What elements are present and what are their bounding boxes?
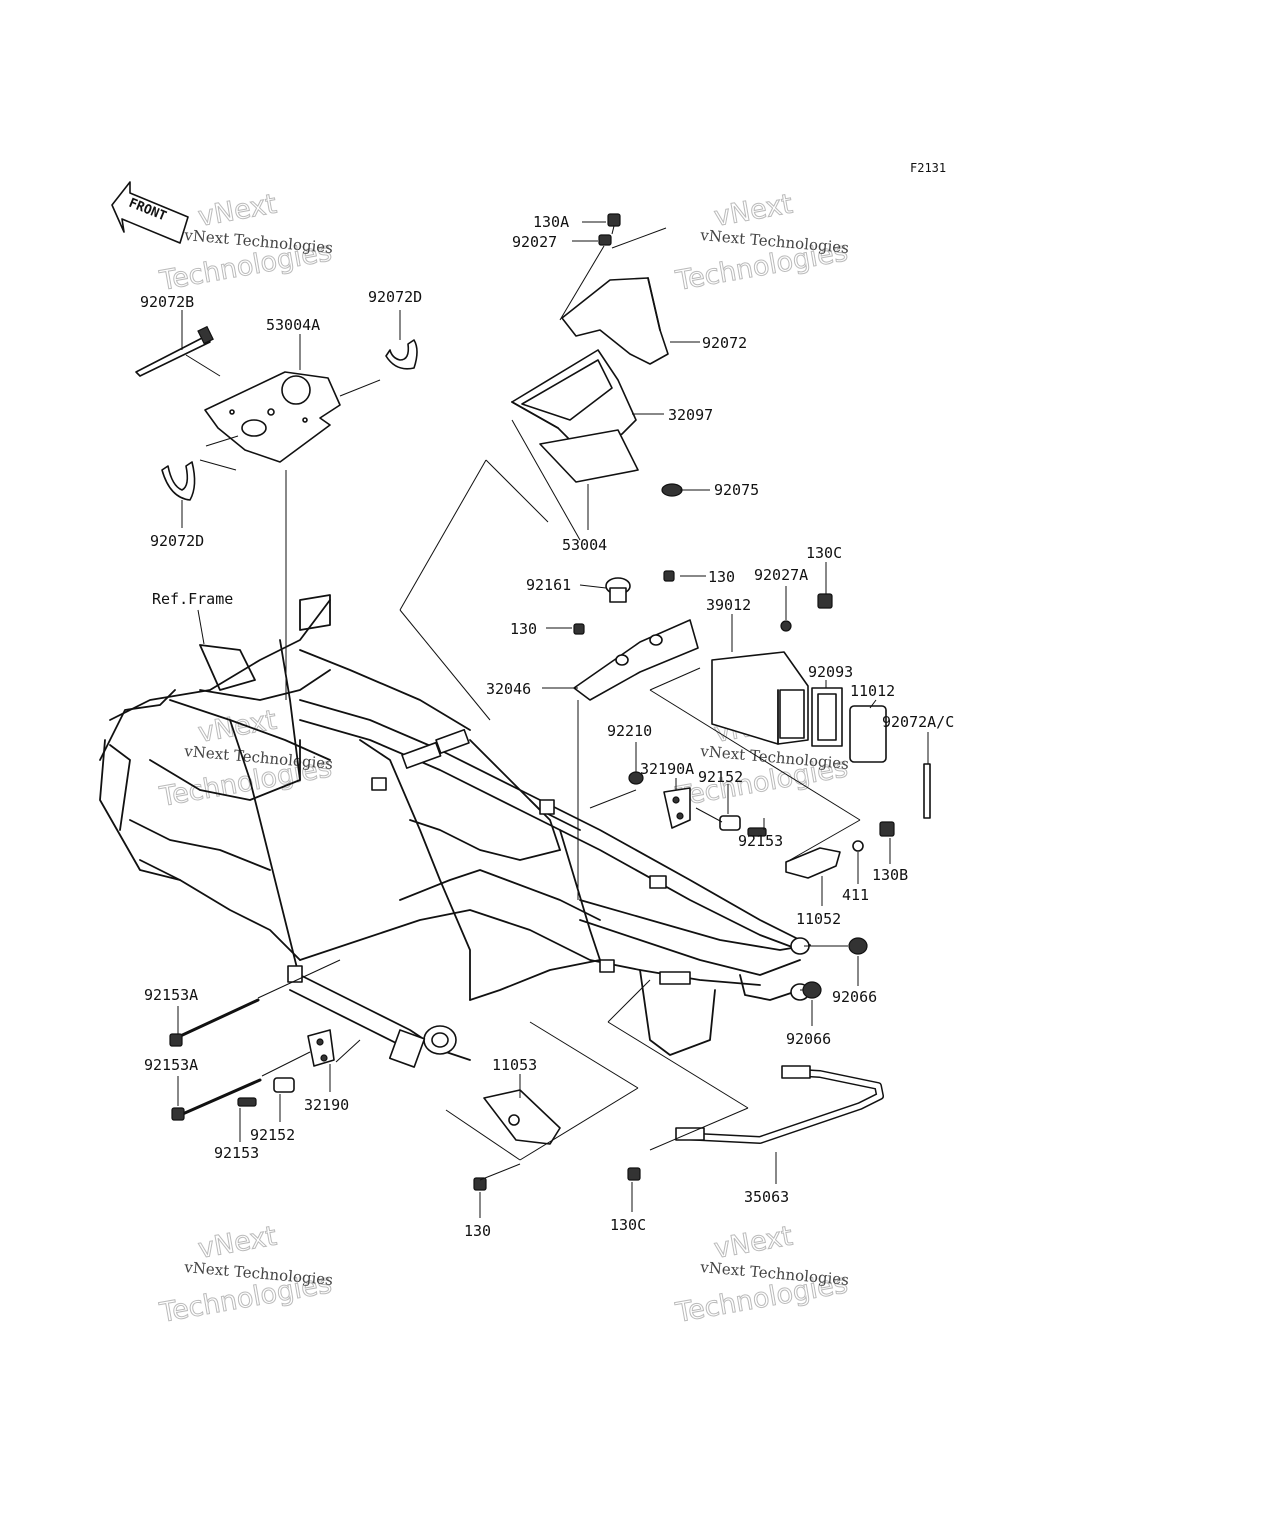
label-92072: 92072 [702, 334, 747, 352]
label-35063: 35063 [744, 1188, 789, 1206]
clamp-92072D-bottom [161, 461, 196, 501]
svg-text:vNext: vNext [712, 1221, 795, 1265]
watermark-bottom-right: vNext Technologies vNext Technologies [672, 1220, 850, 1329]
plate-32190A [663, 787, 691, 829]
leader-lines [177, 221, 929, 1218]
stud-92072AC [923, 763, 931, 819]
cap-92161 [605, 577, 631, 603]
washer-411 [852, 840, 864, 852]
cap-92066-a [848, 937, 868, 955]
box-39012 [711, 651, 809, 745]
label-32190: 32190 [304, 1096, 349, 1114]
nut-92027A [780, 620, 792, 632]
bumper-35063 [675, 1065, 884, 1144]
watermark-mid-left: vNext Technologies vNext Technologies [156, 704, 334, 813]
nut-92027 [598, 234, 612, 246]
heat-guard-53004A [204, 371, 341, 463]
pad-53004 [539, 429, 639, 483]
cover-92072 [561, 277, 669, 365]
label-92072D-bottom: 92072D [150, 532, 204, 550]
label-11052: 11052 [796, 910, 841, 928]
label-ref-frame: Ref.Frame [152, 590, 233, 608]
label-92153A-top: 92153A [144, 986, 198, 1004]
label-92093: 92093 [808, 663, 853, 681]
label-92153-right: 92153 [738, 832, 783, 850]
vehicle-frame [99, 594, 811, 1068]
bolt-92153-right [747, 827, 767, 837]
watermark-top-left: vNext Technologies vNext Technologies [156, 188, 334, 297]
bracket-11052 [785, 847, 841, 879]
label-92072B: 92072B [140, 293, 194, 311]
label-11012: 11012 [850, 682, 895, 700]
grommet-92075 [661, 483, 683, 497]
strap-92072B [135, 325, 214, 377]
gasket-92093 [811, 687, 843, 747]
watermark-bottom-left: vNext Technologies vNext Technologies [156, 1220, 334, 1329]
collar-92152-left [273, 1077, 295, 1093]
label-411: 411 [842, 886, 869, 904]
label-130-top: 130 [708, 568, 735, 586]
label-130A: 130A [533, 213, 569, 231]
cap-11012 [849, 705, 887, 763]
case-32097 [511, 349, 637, 453]
bolt-130B [879, 821, 895, 837]
svg-text:vNext: vNext [196, 189, 279, 233]
label-53004A: 53004A [266, 316, 320, 334]
label-32190A: 32190A [640, 760, 694, 778]
plate-32190 [307, 1029, 335, 1067]
label-92027A: 92027A [754, 566, 808, 584]
label-92153-left: 92153 [214, 1144, 259, 1162]
label-130-mid: 130 [510, 620, 537, 638]
label-11053: 11053 [492, 1056, 537, 1074]
label-130C-bottom: 130C [610, 1216, 646, 1234]
bolt-92153-left [237, 1097, 257, 1107]
svg-text:vNext: vNext [196, 1221, 279, 1265]
bolt-130C-bottom [627, 1167, 641, 1181]
bolt-130-top [663, 570, 675, 582]
bolt-130C-top [817, 593, 833, 609]
label-92152-left: 92152 [250, 1126, 295, 1144]
bracket-32046 [573, 619, 699, 701]
bracket-11053 [483, 1089, 561, 1145]
label-130B: 130B [872, 866, 908, 884]
front-arrow-icon: FRONT [111, 181, 189, 244]
collar-92152-right [719, 815, 741, 831]
label-92075: 92075 [714, 481, 759, 499]
label-32046: 32046 [486, 680, 531, 698]
label-32097: 32097 [668, 406, 713, 424]
label-92066-a: 92066 [832, 988, 877, 1006]
clamp-92072D-top [385, 339, 418, 370]
label-39012: 39012 [706, 596, 751, 614]
label-92152-right: 92152 [698, 768, 743, 786]
part-labels: 130A 92027 92072 32097 92075 53004 92072… [140, 213, 954, 1240]
label-53004: 53004 [562, 536, 607, 554]
diagram-code: F2131 [910, 161, 946, 175]
label-92027: 92027 [512, 233, 557, 251]
bolt-130-mid [573, 623, 585, 635]
label-130C-top: 130C [806, 544, 842, 562]
label-92153A-bottom: 92153A [144, 1056, 198, 1074]
label-92210: 92210 [607, 722, 652, 740]
label-92072D-top: 92072D [368, 288, 422, 306]
bolt-92153A-top [169, 998, 260, 1047]
label-130-bottom: 130 [464, 1222, 491, 1240]
bolt-92153A-bottom [171, 1078, 262, 1121]
bolt-130A [607, 213, 621, 235]
svg-text:vNext: vNext [712, 189, 795, 233]
label-92066-b: 92066 [786, 1030, 831, 1048]
watermark-top-right: vNext Technologies vNext Technologies [672, 188, 850, 297]
cap-92066-b [802, 981, 822, 999]
bolt-130-bottom [473, 1177, 487, 1191]
label-92072AC: 92072A/C [882, 713, 954, 731]
label-92161: 92161 [526, 576, 571, 594]
